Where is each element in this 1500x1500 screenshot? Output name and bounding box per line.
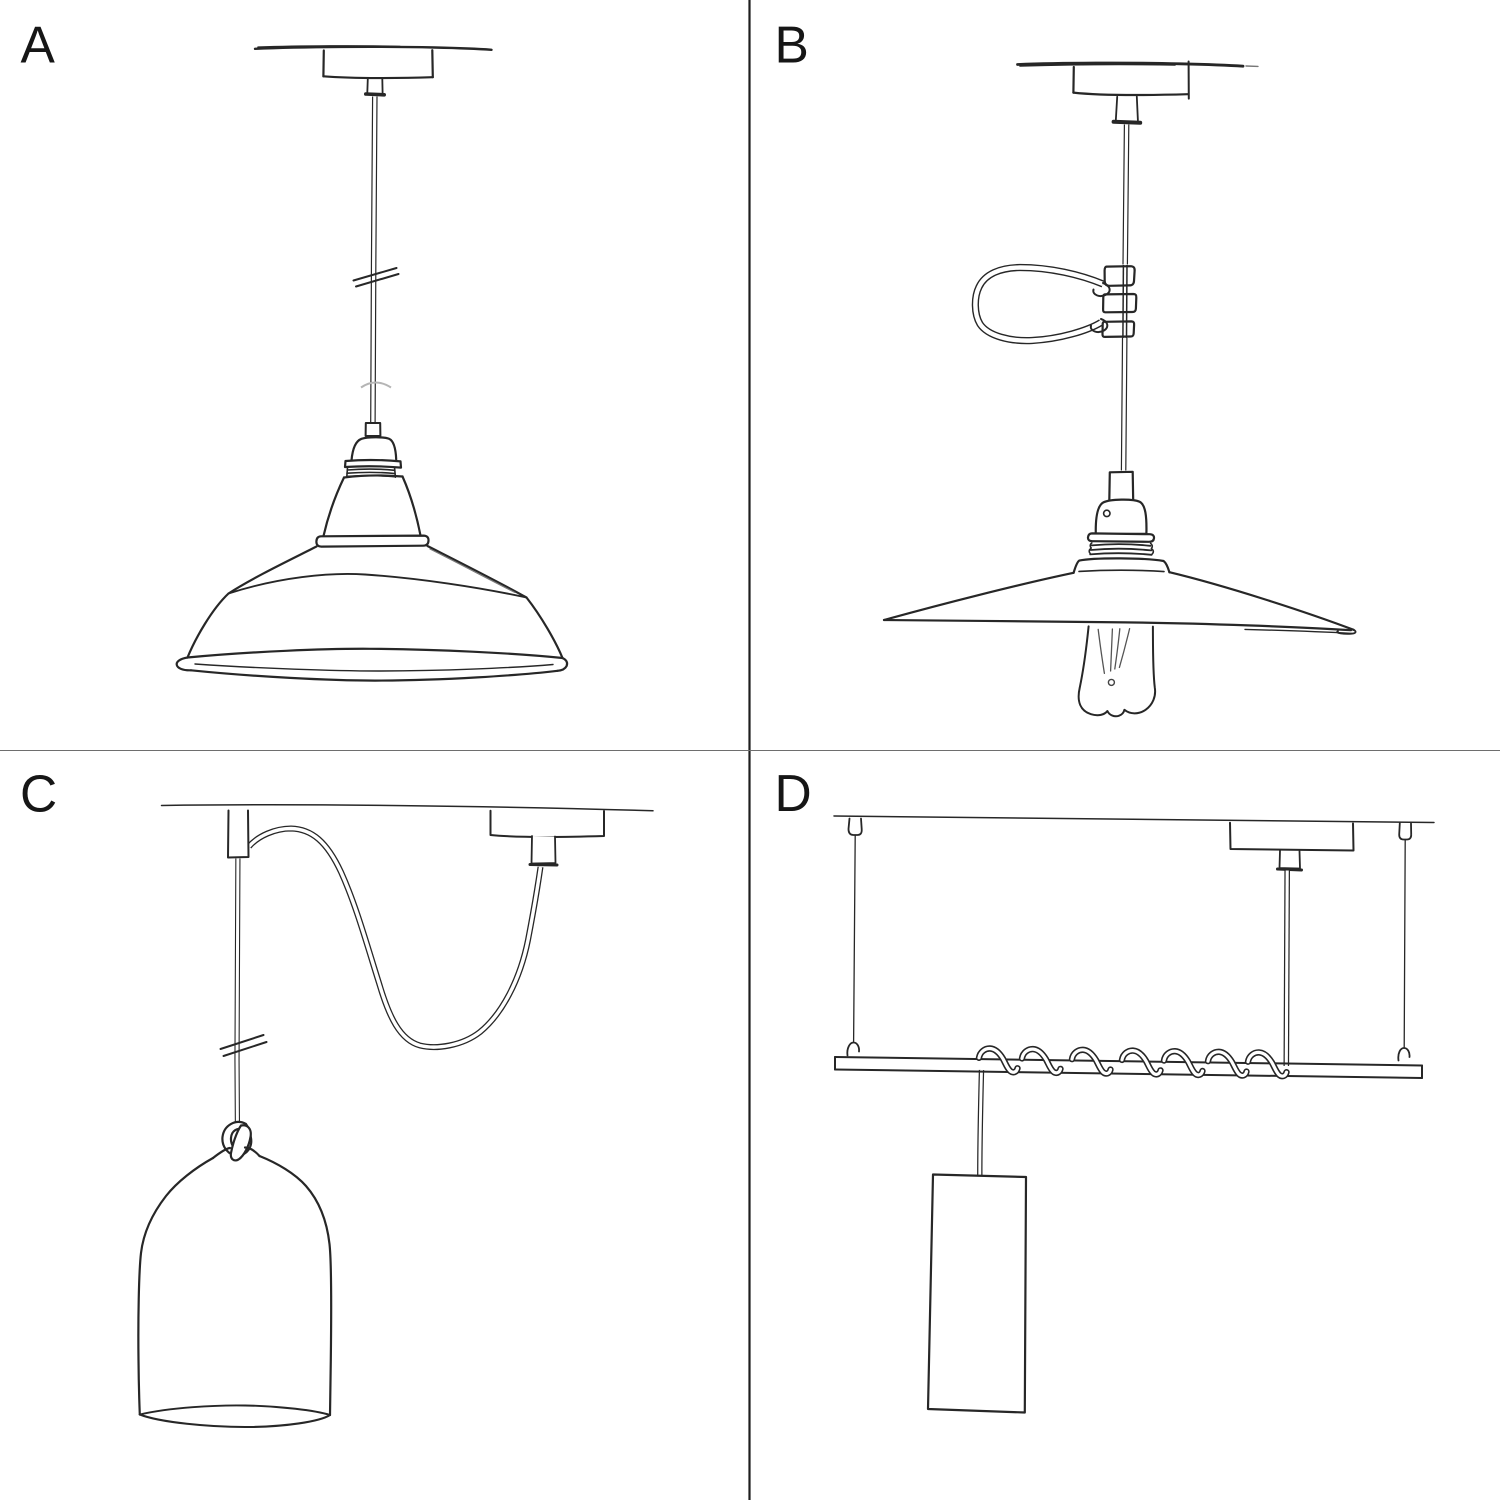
svg-text:A: A [21, 16, 56, 74]
svg-text:C: C [20, 765, 57, 823]
svg-text:D: D [775, 764, 812, 822]
svg-text:B: B [775, 16, 809, 74]
